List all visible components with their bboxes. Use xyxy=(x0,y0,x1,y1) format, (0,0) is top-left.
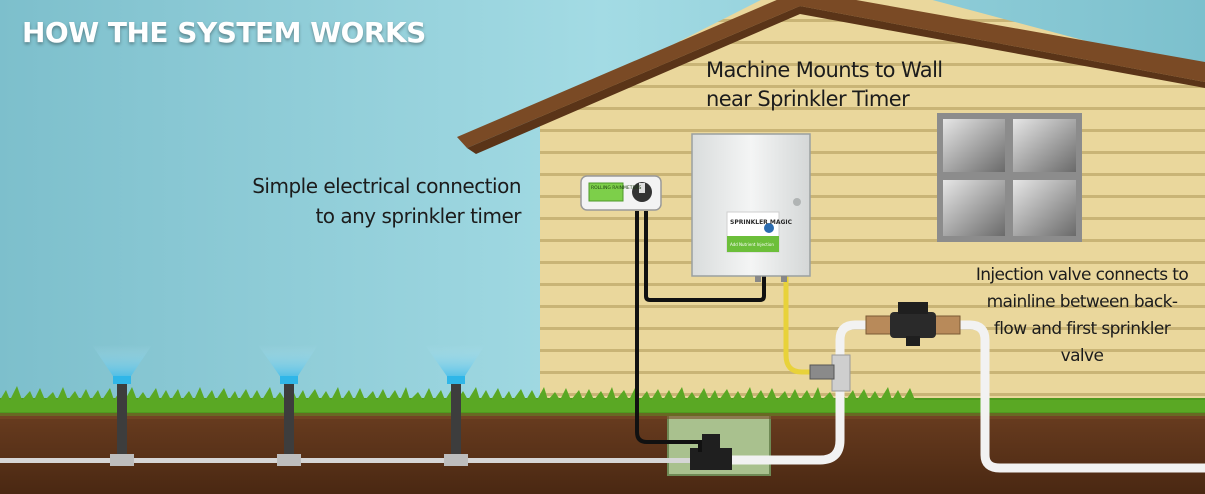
label-line: near Sprinkler Timer xyxy=(706,87,910,111)
soil xyxy=(0,410,1205,494)
sprinkler-timer xyxy=(580,175,662,211)
sprinkler-head-3 xyxy=(425,345,485,466)
tube-fitting xyxy=(809,364,835,380)
label-electrical: Simple electrical connection to any spri… xyxy=(252,171,521,231)
label-line: mainline between back- xyxy=(986,292,1178,312)
machine-wire xyxy=(644,211,766,302)
label-line: Simple electrical connection xyxy=(252,174,521,198)
underground-valve xyxy=(690,434,732,470)
label-line: Machine Mounts to Wall xyxy=(706,58,943,82)
label-line: valve xyxy=(1060,346,1104,366)
injection-valve xyxy=(865,302,961,346)
timer-wire xyxy=(635,211,702,452)
tee-fitting xyxy=(831,354,851,392)
lateral-pipe xyxy=(0,458,700,463)
label-line: Injection valve connects to xyxy=(975,265,1189,285)
label-line: flow and first sprinkler xyxy=(993,319,1171,339)
window xyxy=(937,113,1082,242)
soil-top-band xyxy=(0,413,1205,419)
label-injection-valve: Injection valve connects to mainline bet… xyxy=(962,262,1202,370)
page-title: HOW THE SYSTEM WORKS xyxy=(22,16,426,49)
roof xyxy=(457,0,1205,148)
label-line: to any sprinkler timer xyxy=(315,204,521,228)
injection-tube xyxy=(783,276,812,375)
label-machine-mount: Machine Mounts to Wall near Sprinkler Ti… xyxy=(706,56,943,114)
sprinkler-head-2 xyxy=(258,345,318,466)
grass xyxy=(0,386,1205,416)
machine-box xyxy=(691,133,811,282)
sprinkler-head-1 xyxy=(92,345,152,466)
